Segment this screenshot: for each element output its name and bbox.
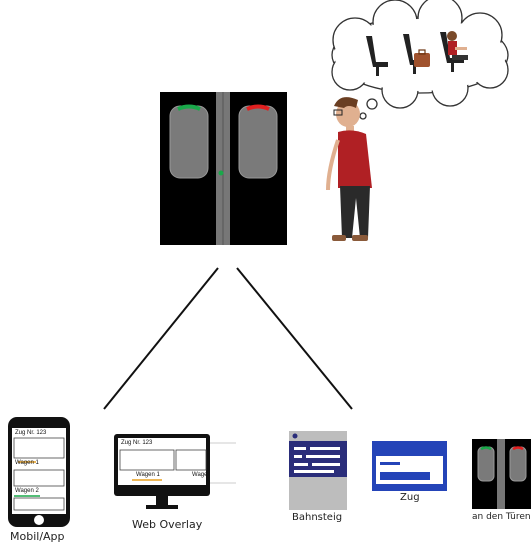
web-monitor [114, 434, 236, 509]
person-figure [326, 97, 372, 241]
phone-car-2-label: Wagen 2 [15, 488, 39, 494]
platform-display [289, 431, 347, 510]
main-train-doors [160, 92, 287, 245]
web-train-number: Zug Nr. 123 [121, 440, 153, 446]
label-train: Zug [400, 492, 420, 503]
red-status-light [246, 104, 270, 111]
label-at-doors: an den Türen [472, 512, 531, 522]
phone-car-1-label: Wagen 1 [15, 460, 39, 466]
phone-train-number: Zug Nr. 123 [15, 430, 47, 436]
label-web-overlay: Web Overlay [132, 518, 203, 531]
connector-right [236, 267, 353, 410]
seat-icon-empty [366, 36, 388, 76]
web-car-1-label: Wagen 1 [136, 472, 160, 478]
label-platform: Bahnsteig [292, 512, 343, 523]
phone-device [8, 417, 70, 527]
door-display [472, 439, 531, 509]
web-car-2-label: Wage [192, 472, 208, 478]
label-mobile-app: Mobil/App [10, 530, 65, 543]
seat-icon-occupied [440, 31, 468, 72]
train-display [372, 441, 447, 491]
green-status-light [177, 104, 201, 111]
seat-icon-with-bag [403, 34, 430, 74]
connector-left [103, 267, 219, 410]
